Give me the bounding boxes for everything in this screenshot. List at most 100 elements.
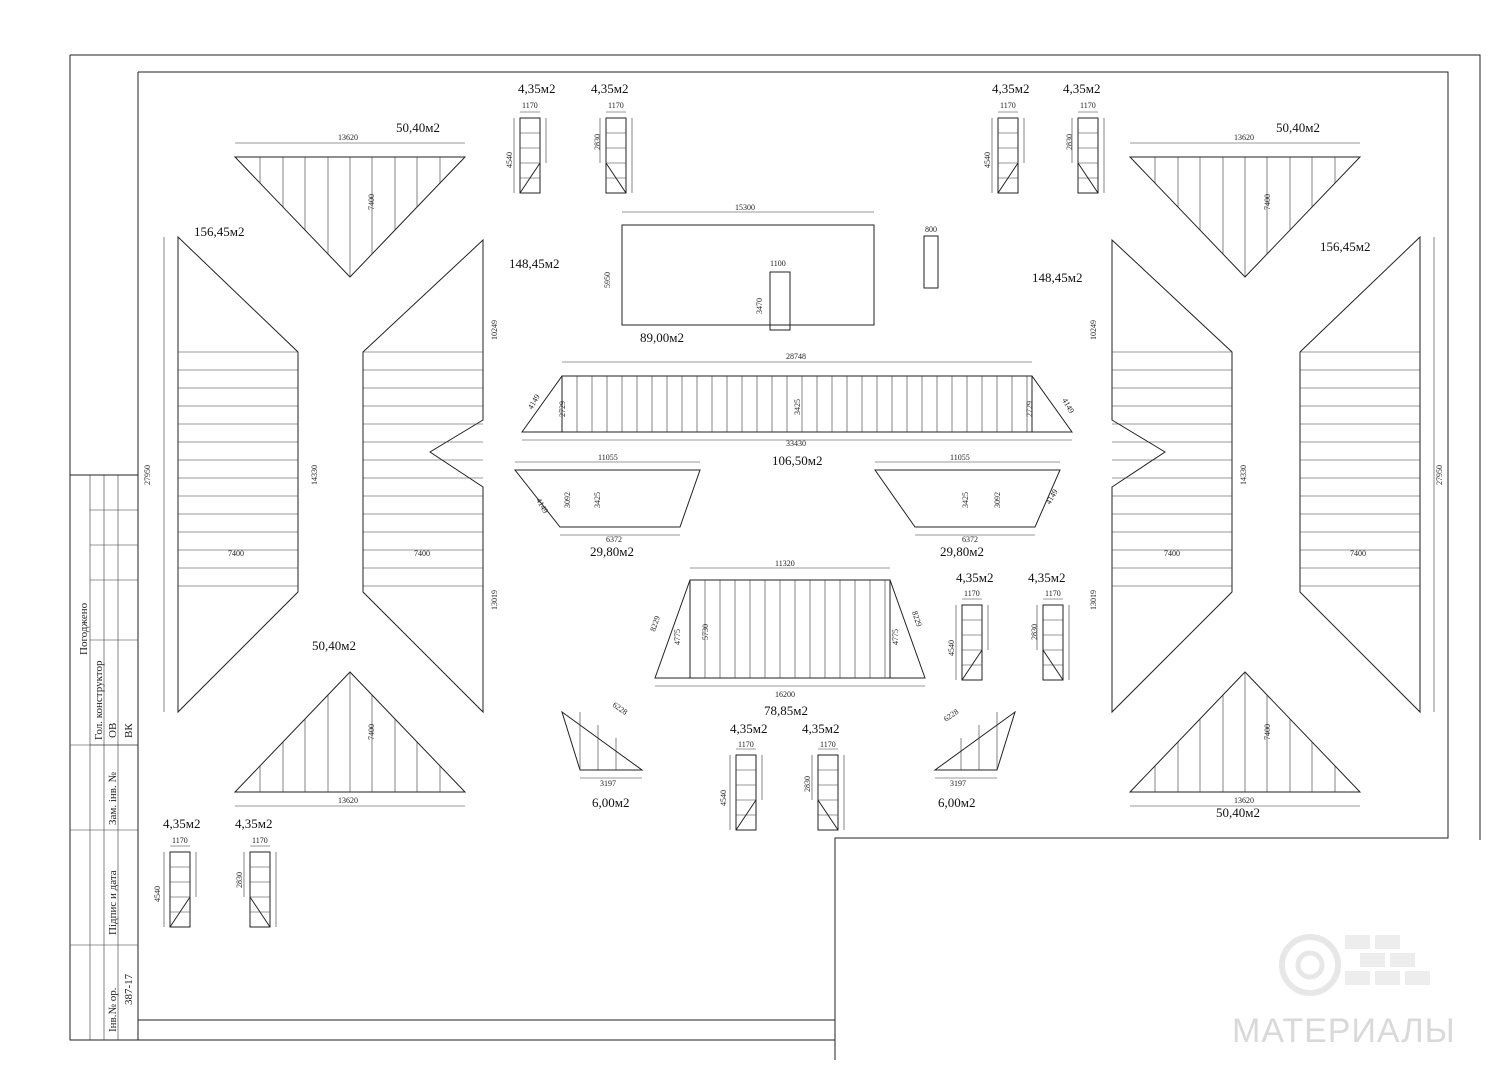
area-label: 89,00м2 bbox=[640, 330, 684, 345]
dim-label: 13620 bbox=[338, 796, 358, 805]
long-panel-106: 28748 33430 3425 2729 2729 4149 4149 106… bbox=[521, 352, 1076, 468]
stamp-block: Погоджено Гол. конструктор ОВ ВК Зам. ін… bbox=[69, 474, 139, 1041]
dim-label: 7400 bbox=[367, 194, 376, 210]
area-label: 4,35м2 bbox=[1063, 81, 1100, 96]
dim-label: 3470 bbox=[755, 298, 764, 314]
dim-label: 7400 bbox=[228, 549, 244, 558]
dim-label: 14330 bbox=[310, 465, 319, 485]
dim-label: 4540 bbox=[505, 152, 514, 168]
dim-label: 1170 bbox=[252, 836, 268, 845]
dim-label: 3092 bbox=[993, 492, 1002, 508]
dim-label: 4149 bbox=[1044, 488, 1060, 506]
dim-label: 1170 bbox=[1000, 101, 1016, 110]
watermark-text: МАТЕРИАЛЫ bbox=[1232, 1012, 1456, 1050]
dim-label: 10249 bbox=[490, 320, 499, 340]
dim-label: 7400 bbox=[1263, 724, 1272, 740]
dim-label: 4775 bbox=[673, 629, 682, 645]
dim-label: 6372 bbox=[606, 535, 622, 544]
dim-label: 33430 bbox=[786, 439, 806, 448]
triangle-panel-bottom-left: 50,40м2 13620 7400 bbox=[234, 638, 466, 807]
dim-label: 7400 bbox=[1263, 194, 1272, 210]
small-panel-bottom-3: 4,35м2 1170 4540 bbox=[153, 816, 200, 928]
dim-label: 27950 bbox=[143, 465, 152, 485]
area-label: 29,80м2 bbox=[940, 544, 984, 559]
area-label: 4,35м2 bbox=[956, 570, 993, 585]
dim-label: 13620 bbox=[338, 133, 358, 142]
dim-label: 6228 bbox=[611, 700, 629, 717]
dim-label: 10249 bbox=[1089, 320, 1098, 340]
dim-label: 4540 bbox=[153, 886, 162, 902]
area-label: 156,45м2 bbox=[194, 224, 244, 239]
hip-panel-148-left: 148,45м2 10249 14330 13019 7400 bbox=[310, 238, 559, 714]
panel-29-left: 11055 6372 3092 3425 4149 29,80м2 bbox=[513, 453, 701, 559]
stamp-inv-original-label: Інв.№ ор. bbox=[107, 987, 119, 1032]
dim-label: 6228 bbox=[942, 707, 960, 724]
dim-label: 3197 bbox=[950, 779, 966, 788]
area-label: 4,35м2 bbox=[591, 81, 628, 96]
area-label: 50,40м2 bbox=[1216, 805, 1260, 820]
panel-6-right: 3197 6228 6,00м2 bbox=[933, 707, 1016, 810]
area-label: 78,85м2 bbox=[764, 703, 808, 718]
dim-label: 7400 bbox=[1350, 549, 1366, 558]
dim-label: 8229 bbox=[910, 610, 924, 628]
dim-label: 1170 bbox=[820, 740, 836, 749]
dim-label: 8229 bbox=[648, 615, 662, 633]
dim-label: 11055 bbox=[598, 453, 618, 462]
materials-logo-icon bbox=[1279, 934, 1430, 996]
dim-label: 2830 bbox=[1030, 624, 1039, 640]
panel-78: 11320 16200 5730 4775 4775 8229 8229 78,… bbox=[648, 559, 926, 718]
dim-label: 2729 bbox=[1025, 401, 1034, 417]
dim-label: 1170 bbox=[964, 589, 980, 598]
area-label: 4,35м2 bbox=[992, 81, 1029, 96]
area-label: 6,00м2 bbox=[938, 795, 975, 810]
triangle-panel-top-left: 50,40м2 13620 7400 bbox=[234, 120, 466, 278]
area-label: 156,45м2 bbox=[1320, 239, 1370, 254]
area-label: 6,00м2 bbox=[592, 795, 629, 810]
dim-label: 11055 bbox=[950, 453, 970, 462]
area-label: 29,80м2 bbox=[590, 544, 634, 559]
dim-label: 11320 bbox=[775, 559, 795, 568]
dim-label: 3197 bbox=[600, 779, 616, 788]
dim-label: 2729 bbox=[558, 401, 567, 417]
dim-label: 1170 bbox=[608, 101, 624, 110]
dim-label: 1170 bbox=[172, 836, 188, 845]
dim-label: 3092 bbox=[563, 492, 572, 508]
area-label: 148,45м2 bbox=[509, 256, 559, 271]
dim-label: 6372 bbox=[962, 535, 978, 544]
small-panel-mid-2: 4,35м2 1170 2830 bbox=[1028, 570, 1070, 681]
area-label: 4,35м2 bbox=[163, 816, 200, 831]
area-label: 148,45м2 bbox=[1032, 270, 1082, 285]
flat-panel-89: 15300 5950 1100 3470 800 89,00м2 bbox=[603, 203, 939, 345]
dim-label: 4775 bbox=[891, 629, 900, 645]
area-label: 50,40м2 bbox=[396, 120, 440, 135]
dim-label: 28748 bbox=[786, 352, 806, 361]
dim-label: 7400 bbox=[367, 724, 376, 740]
dim-label: 13620 bbox=[1234, 796, 1254, 805]
dim-label: 7400 bbox=[1164, 549, 1180, 558]
small-panel-bottom-1: 4,35м2 1170 4540 bbox=[719, 721, 767, 831]
hip-panel-148-right: 148,45м2 10249 14330 13019 7400 bbox=[1032, 238, 1248, 714]
dim-label: 2830 bbox=[593, 134, 602, 150]
small-panel-bottom-4: 4,35м2 1170 2830 bbox=[235, 816, 277, 928]
dim-label: 14330 bbox=[1239, 465, 1248, 485]
area-label: 4,35м2 bbox=[1028, 570, 1065, 585]
stamp-vk-label: ВК bbox=[123, 723, 135, 738]
dim-label: 1100 bbox=[770, 259, 786, 268]
area-label: 4,35м2 bbox=[235, 816, 272, 831]
area-label: 50,40м2 bbox=[1276, 120, 1320, 135]
dim-label: 1170 bbox=[522, 101, 538, 110]
small-panel-top-2: 4,35м2 1170 2830 bbox=[591, 81, 633, 194]
dim-label: 1170 bbox=[1080, 101, 1096, 110]
dim-label: 4540 bbox=[983, 152, 992, 168]
stamp-chief-label: Гол. конструктор bbox=[93, 660, 105, 740]
dim-label: 13019 bbox=[1089, 590, 1098, 610]
dim-label: 4540 bbox=[719, 790, 728, 806]
dim-label: 1170 bbox=[738, 740, 754, 749]
dim-label: 2830 bbox=[1065, 134, 1074, 150]
area-label: 4,35м2 bbox=[518, 81, 555, 96]
small-panel-bottom-2: 4,35м2 1170 2830 bbox=[802, 721, 845, 831]
stamp-signature-label: Підпис и дата bbox=[107, 870, 119, 935]
dim-label: 5950 bbox=[603, 272, 612, 288]
dim-label: 2830 bbox=[803, 776, 812, 792]
